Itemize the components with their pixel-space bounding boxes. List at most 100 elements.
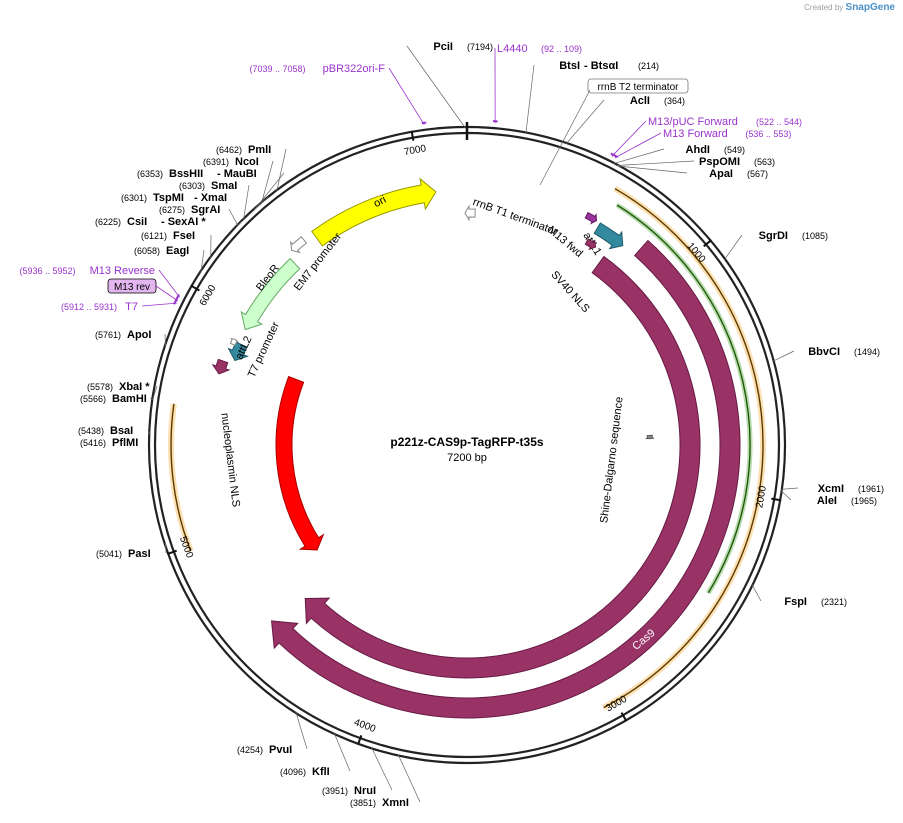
enzyme-site-bamhi[interactable]: (5566)BamHI bbox=[80, 393, 154, 405]
bp-tick-label: 2000 bbox=[754, 485, 769, 509]
primer-site-t7[interactable]: T7(5912 .. 5931) bbox=[61, 299, 177, 313]
enzyme-leader-line bbox=[751, 584, 762, 602]
feature-ori[interactable] bbox=[311, 177, 437, 247]
enzyme-site-xmni[interactable]: (3851) XmnI bbox=[350, 754, 421, 809]
enzyme-position: (5761) bbox=[95, 330, 121, 340]
enzyme-extra: - MauBI bbox=[217, 168, 257, 180]
primer-leader-line bbox=[155, 285, 179, 302]
enzyme-site-bsshii[interactable]: (6353)BssHII- MauBI bbox=[137, 168, 285, 211]
feature-t7-promoter[interactable] bbox=[229, 338, 239, 346]
enzyme-position: (549) bbox=[724, 145, 745, 155]
enzyme-position: (1961) bbox=[858, 484, 884, 494]
enzyme-name: SmaI bbox=[211, 180, 237, 192]
enzyme-site-pflmi[interactable]: (5416)PflMI bbox=[80, 437, 151, 449]
enzyme-site-pvui[interactable]: (4254)PvuI bbox=[237, 711, 308, 756]
primer-range: (5912 .. 5931) bbox=[61, 302, 117, 312]
enzyme-site-ncoi[interactable]: (6391)NcoI bbox=[203, 156, 274, 204]
enzyme-site-smai[interactable]: (6303)SmaI bbox=[179, 180, 250, 221]
label-rrnb-t2-terminator[interactable]: rrnB T2 terminator bbox=[539, 78, 689, 186]
enzyme-site-fsei[interactable]: (6121)FseI bbox=[141, 230, 212, 259]
enzyme-leader-line bbox=[617, 165, 688, 174]
feature-mkate2[interactable] bbox=[275, 375, 325, 551]
plasmid-length: 7200 bp bbox=[447, 452, 487, 464]
enzyme-leader-line bbox=[164, 333, 166, 347]
primer-name: M13 Forward bbox=[663, 128, 728, 140]
enzyme-site-apoi[interactable]: (5761)ApoI bbox=[95, 329, 166, 347]
enzyme-leader-line bbox=[295, 711, 308, 750]
enzyme-site-ahdi[interactable]: AhdI(549) bbox=[613, 144, 745, 165]
enzyme-site-alei[interactable]: AleI(1965) bbox=[780, 490, 877, 507]
feature-tracks bbox=[168, 186, 767, 711]
primer-leader-line bbox=[614, 132, 662, 159]
enzyme-name: PvuI bbox=[269, 744, 292, 756]
feature-em7-promoter[interactable] bbox=[289, 236, 308, 254]
feature-label-mkate2: mKate2 bbox=[256, 478, 273, 517]
enzyme-position: (3851) bbox=[350, 798, 376, 808]
bp-tick-label: 7000 bbox=[403, 143, 427, 158]
primer-site-m13-rev[interactable]: M13 rev bbox=[107, 278, 179, 303]
bp-tick bbox=[190, 284, 200, 292]
enzyme-position: (563) bbox=[754, 157, 775, 167]
enzyme-leader-line bbox=[406, 45, 466, 129]
credit-created-by: Created by bbox=[804, 3, 844, 12]
enzyme-position: (4096) bbox=[280, 767, 306, 777]
enzyme-name: XmnI bbox=[382, 797, 409, 809]
primer-site-m13-forward[interactable]: M13 Forward (536 .. 553) bbox=[613, 128, 792, 159]
primer-site-m13-reverse[interactable]: M13 Reverse(5936 .. 5952) bbox=[19, 265, 181, 299]
enzyme-site-pspomi[interactable]: PspOMI(563) bbox=[616, 156, 775, 168]
enzyme-site-xbai[interactable]: (5578)XbaI * bbox=[87, 381, 158, 397]
enzyme-site-xcmi[interactable]: XcmI (1961) bbox=[780, 483, 884, 495]
feature-bleor[interactable] bbox=[240, 257, 301, 331]
enzyme-site-btsi[interactable]: BtsI- BtsαI(214) bbox=[525, 60, 659, 134]
enzyme-leader-line bbox=[149, 397, 154, 400]
feature-shine-dalgarno-sequence[interactable] bbox=[645, 434, 655, 440]
feature-rrnb-t1-terminator[interactable] bbox=[464, 204, 476, 222]
enzyme-site-acli[interactable]: AclI(364) bbox=[565, 95, 685, 145]
enzyme-site-tspmi[interactable]: (6301)TspMI- XmaI bbox=[121, 192, 269, 221]
primer-name: M13/pUC Forward bbox=[648, 116, 738, 128]
feature-sv40-nls[interactable] bbox=[584, 238, 597, 251]
enzyme-site-eagi[interactable]: (6058)EagI bbox=[134, 245, 205, 273]
enzyme-site-pmli[interactable]: (6462)PmlI bbox=[216, 144, 287, 192]
enzyme-position: (3951) bbox=[322, 786, 348, 796]
primer-range: (536 .. 553) bbox=[745, 129, 791, 139]
feature-label-ori: ori bbox=[372, 194, 388, 210]
feature-m13-fwd[interactable] bbox=[584, 211, 598, 225]
enzyme-leader-line bbox=[228, 208, 239, 226]
enzyme-site-bbvci[interactable]: BbvCI(1494) bbox=[772, 346, 880, 362]
feature-cas9[interactable] bbox=[304, 255, 701, 679]
bp-tick-label: 4000 bbox=[352, 717, 377, 735]
enzyme-leader-line bbox=[780, 490, 792, 501]
enzyme-site-nrui[interactable]: (3951)NruI bbox=[322, 747, 393, 797]
enzyme-name: XcmI bbox=[818, 483, 844, 495]
enzyme-position: (7194) bbox=[467, 42, 493, 52]
enzyme-site-fspi[interactable]: FspI(2321) bbox=[751, 584, 847, 608]
enzyme-leader-line bbox=[200, 249, 205, 273]
enzyme-position: (5438) bbox=[78, 426, 104, 436]
enzyme-site-sgrdi[interactable]: SgrDI(1085) bbox=[723, 230, 828, 260]
primer-leader-line bbox=[611, 120, 647, 157]
primer-site-pbr322ori-f[interactable]: pBR322ori-F(7039 .. 7058) bbox=[249, 63, 427, 126]
enzyme-site-pcii[interactable]: PciI(7194) bbox=[406, 41, 493, 129]
enzyme-site-kfli[interactable]: (4096)KflI bbox=[280, 732, 351, 778]
primer-range: (7039 .. 7058) bbox=[249, 64, 305, 74]
enzyme-position: (6301) bbox=[121, 193, 147, 203]
feature-cas9[interactable] bbox=[270, 239, 741, 719]
feature-attl2[interactable] bbox=[227, 341, 249, 362]
enzyme-site-sgrai[interactable]: (6275)SgrAI bbox=[159, 204, 239, 226]
enzyme-site-csii[interactable]: (6225)CsiI- SexAI * bbox=[95, 216, 243, 237]
enzyme-name: AleI bbox=[817, 495, 837, 507]
primer-site-m13-puc-forward[interactable]: M13/pUC Forward(522 .. 544) bbox=[610, 116, 802, 157]
enzyme-name: NcoI bbox=[235, 156, 259, 168]
feature-attl1[interactable] bbox=[593, 222, 624, 250]
green-track-line bbox=[616, 204, 751, 594]
enzyme-site-bsai[interactable]: (5438)BsaI bbox=[78, 425, 151, 437]
enzyme-site-pasi[interactable]: (5041)PasI bbox=[96, 542, 167, 560]
primer-site-l4440[interactable]: L4440(92 .. 109) bbox=[492, 43, 582, 124]
orange-track-left-glow bbox=[168, 403, 194, 553]
enzyme-extra: - SexAI * bbox=[161, 216, 206, 228]
feature-nucleoplasmin-nls[interactable] bbox=[211, 358, 231, 375]
primer-mark bbox=[176, 293, 180, 299]
enzyme-site-apai[interactable]: ApaI(567) bbox=[617, 165, 768, 180]
snapgene-credit: Created by SnapGene bbox=[804, 2, 895, 13]
